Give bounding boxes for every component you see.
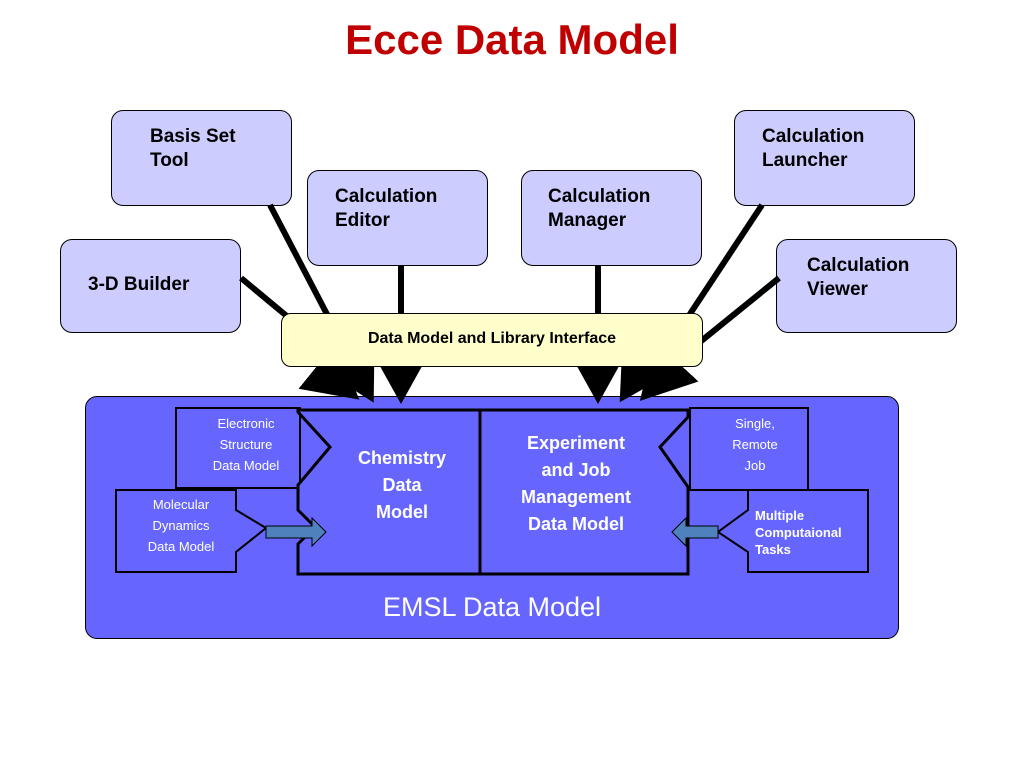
3d-builder-box: 3-D Builder	[60, 239, 241, 333]
calculation-launcher-label: Calculation Launcher	[762, 126, 865, 171]
data-model-interface-label: Data Model and Library Interface	[367, 330, 617, 347]
calculation-viewer-label: Calculation Viewer	[807, 255, 910, 300]
calculation-launcher-box: Calculation Launcher	[734, 110, 915, 206]
3d-builder-label: 3-D Builder	[88, 274, 190, 295]
emsl-data-model-label: EMSL Data Model	[382, 592, 602, 622]
calculation-viewer-box: Calculation Viewer	[776, 239, 957, 333]
arrow-basis-set	[321, 340, 375, 403]
calculation-editor-box: Calculation Editor	[307, 170, 488, 266]
data-model-interface-box: Data Model and Library Interface	[281, 313, 703, 367]
electronic-structure-label: Electronic Structure Data Model	[212, 416, 280, 473]
calculation-editor-label: Calculation Editor	[335, 186, 438, 231]
molecular-dynamics-label: Molecular Dynamics Data Model	[147, 497, 215, 554]
experiment-data-model-label: Experiment and Job Management Data Model	[520, 433, 632, 534]
multiple-tasks-label: Multiple Computaional Tasks	[755, 508, 842, 557]
calculation-manager-box: Calculation Manager	[521, 170, 702, 266]
arrow-3d-builder	[298, 342, 360, 400]
page-title: Ecce Data Model	[345, 16, 679, 63]
basis-set-tool-box: Basis Set Tool	[111, 110, 292, 206]
connector-calc-viewer	[698, 275, 781, 345]
single-remote-job-label: Single, Remote Job	[732, 416, 778, 473]
basis-set-tool-label: Basis Set Tool	[150, 126, 236, 171]
arrow-calc-launcher	[619, 340, 674, 403]
chemistry-data-model-label: Chemistry Data Model	[357, 448, 447, 522]
calculation-manager-label: Calculation Manager	[548, 186, 651, 231]
arrow-calc-viewer	[639, 340, 699, 401]
